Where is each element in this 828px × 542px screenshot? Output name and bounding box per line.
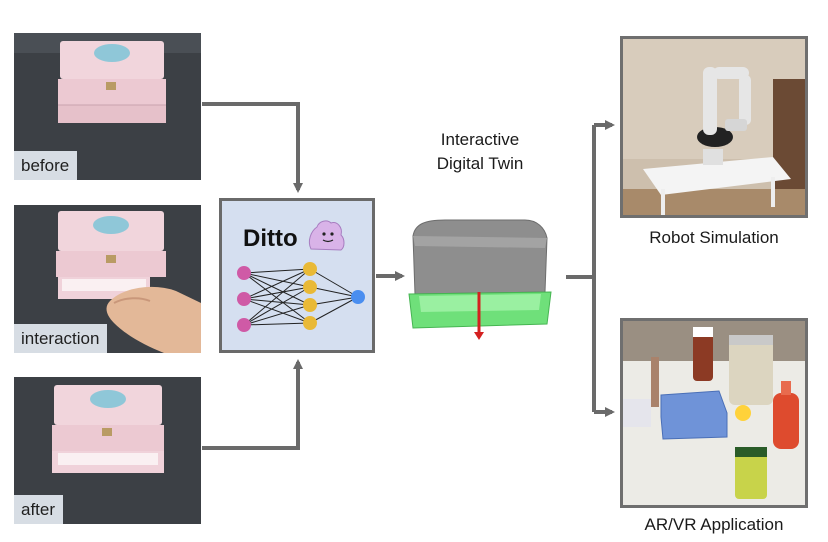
arrow-after-to-ditto [202,359,303,450]
arvr-application-image [620,318,808,508]
interaction-photo: interaction [14,205,201,353]
ditto-model-box: Ditto [219,198,375,353]
digital-twin-mesh [408,219,552,340]
ditto-title: Ditto [243,225,298,252]
after-label: after [14,495,64,524]
after-photo: after [14,377,201,524]
twin-caption-line1: Interactive [440,130,520,149]
twin-caption-line2: Digital Twin [436,154,524,173]
robot-caption: Robot Simulation [649,228,779,247]
arrow-twin-split [566,125,596,412]
ditto-mascot-icon [308,220,345,251]
arrow-before-to-ditto [202,102,303,193]
before-label: before [14,151,78,180]
interaction-label: interaction [14,324,108,353]
before-photo: before [14,33,201,180]
arvr-caption: AR/VR Application [644,515,784,534]
twin-caption: Interactive Digital Twin [410,128,550,176]
robot-simulation-image [620,36,808,218]
neural-network-icon [237,262,365,332]
